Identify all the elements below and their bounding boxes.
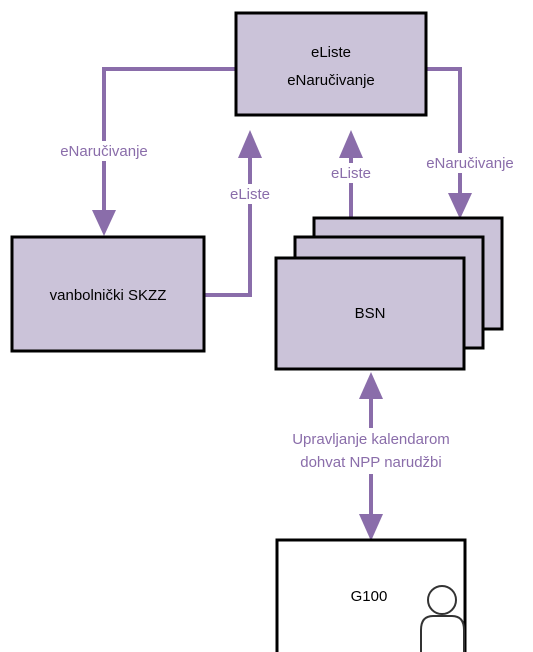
edge-labels: eNaručivanje eListe eListe eNaručivanje … <box>54 141 528 474</box>
node-bsn-stack: BSN <box>274 216 504 371</box>
edge-top-to-bsn-line <box>426 67 462 200</box>
arrow-down-vanbolnicki <box>92 210 116 236</box>
edge-label-top-to-vanbolnicki: eNaručivanje <box>60 143 148 160</box>
node-eliste-enarucivanje: eListe eNaručivanje <box>234 11 428 117</box>
node-bsn-front-box <box>274 256 466 371</box>
node-g100: G100 <box>275 538 467 652</box>
edge-top-to-vanbolnicki-line <box>102 67 236 215</box>
edge-vanbolnicki-to-top-line <box>205 153 252 297</box>
arrow-down-g100 <box>359 514 383 541</box>
node-top-line2: eNaručivanje <box>287 72 375 89</box>
arrow-down-bsn <box>448 193 472 219</box>
arrow-up-top-middle <box>339 130 363 158</box>
arrow-up-bsn <box>359 372 383 399</box>
node-bsn-label: BSN <box>355 305 386 322</box>
node-top-box <box>234 11 428 117</box>
edge-label-bsn-g100-line1: Upravljanje kalendarom <box>292 431 450 448</box>
edge-label-top-to-bsn: eNaručivanje <box>426 155 514 172</box>
edge-label-vanbolnicki-to-top: eListe <box>230 186 270 203</box>
node-vanbolnicki-skzz: vanbolnički SKZZ <box>10 235 206 353</box>
node-top-line1: eListe <box>311 44 351 61</box>
arrow-up-top-left <box>238 130 262 158</box>
edge-label-bsn-g100-line2: dohvat NPP narudžbi <box>300 454 441 471</box>
node-vanbolnicki-label: vanbolnički SKZZ <box>50 287 167 304</box>
node-g100-label: G100 <box>351 588 388 605</box>
edge-label-bsn-to-top: eListe <box>331 165 371 182</box>
arrowheads <box>92 130 472 541</box>
person-icon <box>420 585 465 652</box>
node-vanbolnicki-box <box>10 235 206 353</box>
